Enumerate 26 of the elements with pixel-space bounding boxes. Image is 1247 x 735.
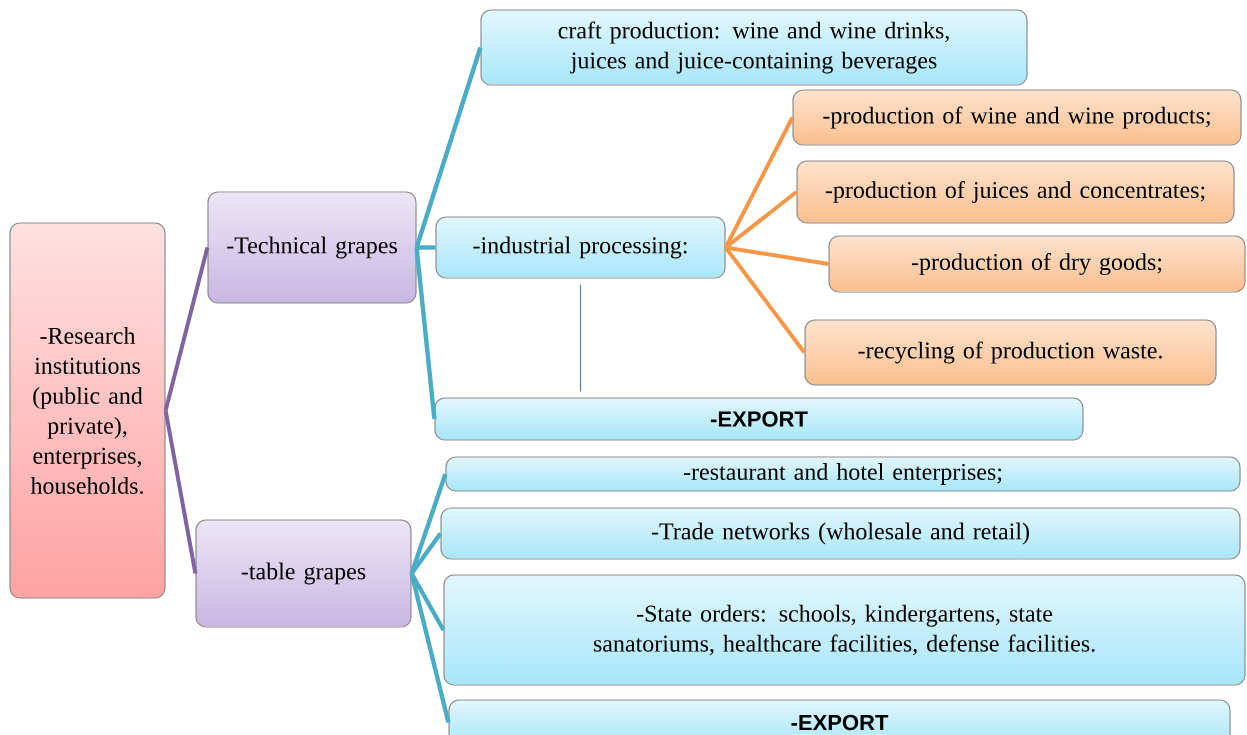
connector-line: [725, 245, 829, 266]
connector-line: [724, 190, 798, 250]
process-box: -table grapes: [195, 519, 412, 628]
connector-line: [579, 284, 582, 392]
process-box: -State orders: schools, kindergartens, state sanatoriums, healthcare facilities, defense facilities.: [443, 574, 1246, 686]
connector-line: [724, 246, 806, 354]
process-box: -recycling of production waste.: [804, 319, 1217, 386]
connector-line: [414, 46, 483, 249]
process-box: -industrial processing:: [435, 216, 726, 279]
connector-line: [409, 532, 443, 575]
process-box: -production of juices and concentrates;: [796, 160, 1235, 224]
process-box: -production of dry goods;: [828, 235, 1246, 293]
process-box: -Technical grapes: [207, 191, 417, 304]
process-box: -production of wine and wine products;: [792, 89, 1242, 146]
connector-line: [416, 245, 436, 250]
process-box: -Trade networks (wholesale and retail): [440, 507, 1241, 560]
connector-line: [723, 116, 795, 249]
process-box: -EXPORT: [434, 397, 1084, 441]
process-box: -Research institutions (public and private), enterprises, households.: [9, 222, 166, 599]
process-box: -restaurant and hotel enterprises;: [445, 456, 1241, 492]
process-box: craft production: wine and wine drinks, juices and juice-containing beverages: [480, 9, 1028, 86]
connector-line: [163, 247, 210, 411]
process-box: -EXPORT: [448, 699, 1231, 735]
connector-line: [163, 410, 198, 574]
connector-line: [409, 572, 451, 724]
connector-line: [414, 247, 437, 420]
